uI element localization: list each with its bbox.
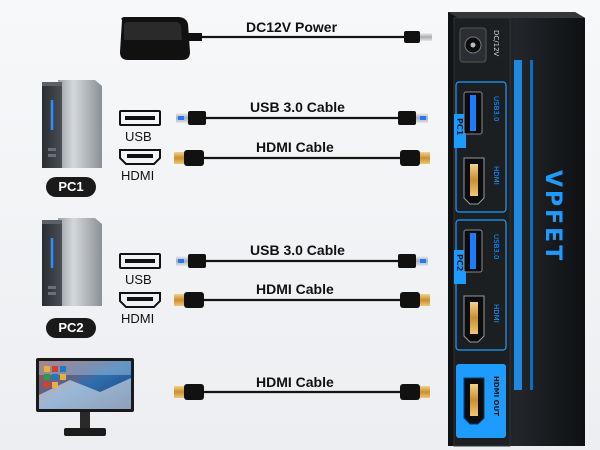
usb3-port-pc2 (463, 229, 483, 273)
hdmi-out-port (463, 377, 485, 425)
usb-port-label-1: USB (125, 129, 152, 144)
kvm-switch-device (448, 12, 585, 447)
power-plug (404, 31, 432, 43)
device-pc2-tag: PC2 (455, 254, 464, 272)
pc1-label: PC1 (46, 177, 96, 197)
hdmi-cable-2 (174, 292, 430, 308)
device-usb-port-label-2: USB3.0 (492, 234, 500, 260)
hdmi-port-label-2: HDMI (121, 311, 155, 326)
power-label: DC12V Power (246, 19, 338, 35)
hdmi-port-icon-1 (119, 149, 161, 165)
hdmi-port-icon-2 (119, 292, 161, 308)
hdmi-cable-out-label: HDMI Cable (256, 374, 334, 390)
usb3-port-pc1 (463, 91, 483, 135)
usb-cable-1-label: USB 3.0 Cable (250, 99, 345, 115)
hdmi-port-pc1 (463, 157, 485, 205)
pc1-tower (42, 80, 102, 168)
usb-cable-2 (176, 254, 428, 268)
usb-cable-1 (176, 111, 428, 125)
hdmi-port-label-1: HDMI (121, 168, 155, 183)
device-pc1-tag: PC1 (455, 118, 464, 136)
hdmi-cable-1 (174, 150, 430, 166)
pc2-label: PC2 (46, 318, 96, 338)
usb-cable-2-label: USB 3.0 Cable (250, 242, 345, 258)
power-adapter (120, 17, 202, 60)
usb-port-icon-1 (119, 110, 161, 126)
pc2-tower (42, 218, 102, 306)
hdmi-cable-1-label: HDMI Cable (256, 139, 334, 155)
device-hdmi-port-label-2: HDMI (492, 304, 500, 323)
device-hdmi-port-label-1: HDMI (492, 166, 500, 185)
usb-port-label-2: USB (125, 272, 152, 287)
device-power-port-label: DC/12V (492, 30, 500, 57)
dc-power-jack-icon (459, 27, 487, 63)
hdmi-cable-out (174, 384, 430, 400)
usb-port-icon-2 (119, 253, 161, 269)
device-brand-logo: VPFET (540, 170, 565, 264)
monitor (36, 358, 134, 436)
hdmi-cable-2-label: HDMI Cable (256, 281, 334, 297)
device-usb-port-label-1: USB3.0 (492, 96, 500, 122)
hdmi-port-pc2 (463, 295, 485, 343)
device-hdmi-out-label: HDMI OUT (492, 376, 500, 417)
